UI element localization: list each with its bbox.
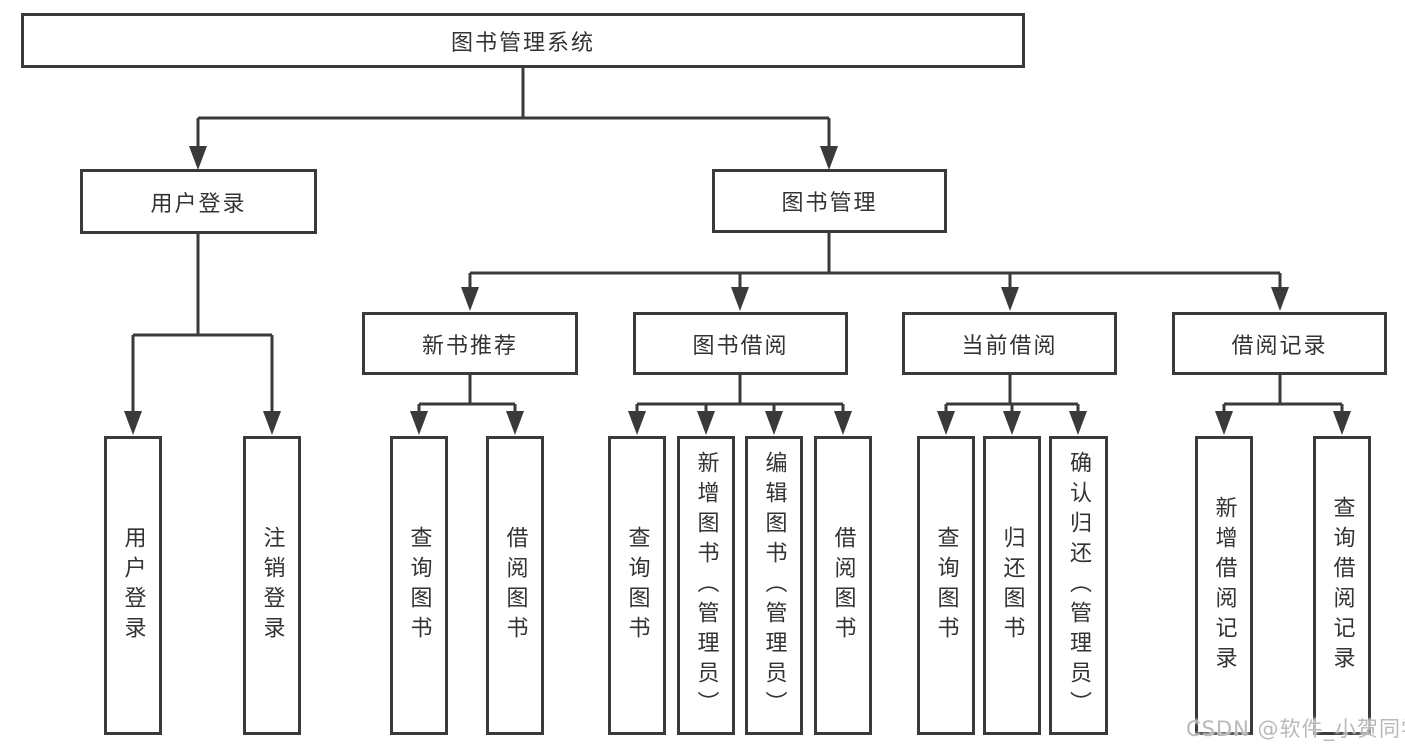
leaf-query-books-borrow-label: 查询图书 xyxy=(624,525,650,646)
leaf-add-book-admin-label: 新增图书（管理员） xyxy=(693,450,719,721)
node-user-login: 用户登录 xyxy=(80,169,317,234)
leaf-add-borrow-record-label: 新增借阅记录 xyxy=(1211,495,1237,676)
leaf-logout: 注销登录 xyxy=(243,436,301,735)
leaf-query-books-recommend-label: 查询图书 xyxy=(406,525,432,646)
node-current-borrowing: 当前借阅 xyxy=(902,312,1117,375)
connector-new-book-recommend-children xyxy=(410,375,524,435)
node-borrowing-records-label: 借阅记录 xyxy=(1231,333,1328,359)
connector-borrowing-records-children xyxy=(1215,375,1351,435)
leaf-user-login: 用户登录 xyxy=(104,436,162,735)
leaf-add-borrow-record: 新增借阅记录 xyxy=(1195,436,1253,735)
leaf-query-books-current-label: 查询图书 xyxy=(933,525,959,646)
leaf-query-books-recommend: 查询图书 xyxy=(390,436,448,735)
leaf-borrow-books-recommend-label: 借阅图书 xyxy=(502,525,528,646)
node-book-borrowing-label: 图书借阅 xyxy=(692,333,789,359)
node-user-login-label: 用户登录 xyxy=(150,191,247,217)
csdn-watermark: CSDN @软件_小贺同学 xyxy=(1186,717,1405,741)
leaf-confirm-return-admin-label: 确认归还（管理员） xyxy=(1066,450,1092,721)
leaf-edit-book-admin-label: 编辑图书（管理员） xyxy=(761,450,787,721)
node-root: 图书管理系统 xyxy=(21,13,1025,68)
node-root-label: 图书管理系统 xyxy=(450,30,595,56)
leaf-return-book: 归还图书 xyxy=(983,436,1041,735)
leaf-user-login-label: 用户登录 xyxy=(120,525,146,646)
leaf-query-books-borrow: 查询图书 xyxy=(608,436,666,735)
connector-book-borrowing-children xyxy=(628,375,852,435)
node-book-management: 图书管理 xyxy=(712,169,947,233)
leaf-borrow-books-2: 借阅图书 xyxy=(814,436,872,735)
connector-root-to-level2 xyxy=(189,68,838,170)
leaf-return-book-label: 归还图书 xyxy=(999,525,1025,646)
leaf-add-book-admin: 新增图书（管理员） xyxy=(677,436,735,735)
node-new-book-recommend: 新书推荐 xyxy=(362,312,578,375)
leaf-query-books-current: 查询图书 xyxy=(917,436,975,735)
node-current-borrowing-label: 当前借阅 xyxy=(961,333,1058,359)
connector-book-management-to-level3 xyxy=(461,233,1289,311)
leaf-borrow-books-recommend: 借阅图书 xyxy=(486,436,544,735)
leaf-edit-book-admin: 编辑图书（管理员） xyxy=(745,436,803,735)
leaf-query-borrow-record-label: 查询借阅记录 xyxy=(1329,495,1355,676)
node-book-management-label: 图书管理 xyxy=(781,191,878,216)
leaf-logout-label: 注销登录 xyxy=(259,525,285,646)
node-book-borrowing: 图书借阅 xyxy=(633,312,848,375)
node-borrowing-records: 借阅记录 xyxy=(1172,312,1387,375)
connector-user-login-children xyxy=(124,234,281,435)
leaf-borrow-books-2-label: 借阅图书 xyxy=(830,525,856,646)
leaf-confirm-return-admin: 确认归还（管理员） xyxy=(1049,436,1108,735)
leaf-query-borrow-record: 查询借阅记录 xyxy=(1313,436,1371,735)
connector-current-borrowing-children xyxy=(937,375,1087,435)
node-new-book-recommend-label: 新书推荐 xyxy=(421,333,518,359)
